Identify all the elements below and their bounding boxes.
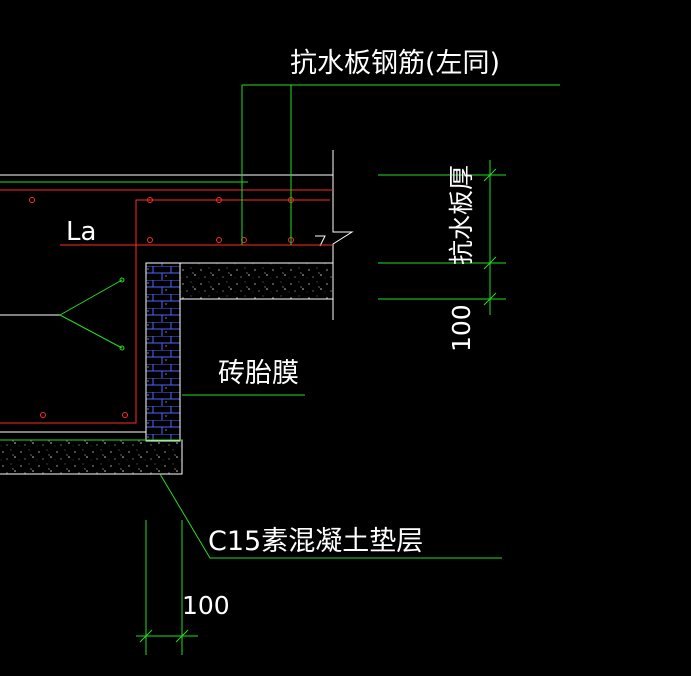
anchorage-label: La <box>66 217 96 247</box>
cushion-layer <box>0 439 183 475</box>
top-note-label: 抗水板钢筋(左同) <box>290 48 500 79</box>
node-dot-upper <box>119 277 125 283</box>
node-dot-lower <box>119 345 125 351</box>
cushion-right <box>180 262 334 300</box>
brick-mould <box>145 262 181 442</box>
break-line-small <box>315 235 326 247</box>
rebar-lines <box>0 189 333 424</box>
slab-thickness-label: 抗水板厚 <box>447 165 476 265</box>
break-line <box>332 150 354 320</box>
slab-outline <box>0 174 333 433</box>
cushion-label: C15素混凝土垫层 <box>208 526 423 557</box>
leader-lines <box>0 84 560 655</box>
brick-mould-label: 砖胎膜 <box>218 358 299 389</box>
dimension-right: 100 <box>447 304 476 352</box>
dimension-bottom: 100 <box>182 591 230 620</box>
